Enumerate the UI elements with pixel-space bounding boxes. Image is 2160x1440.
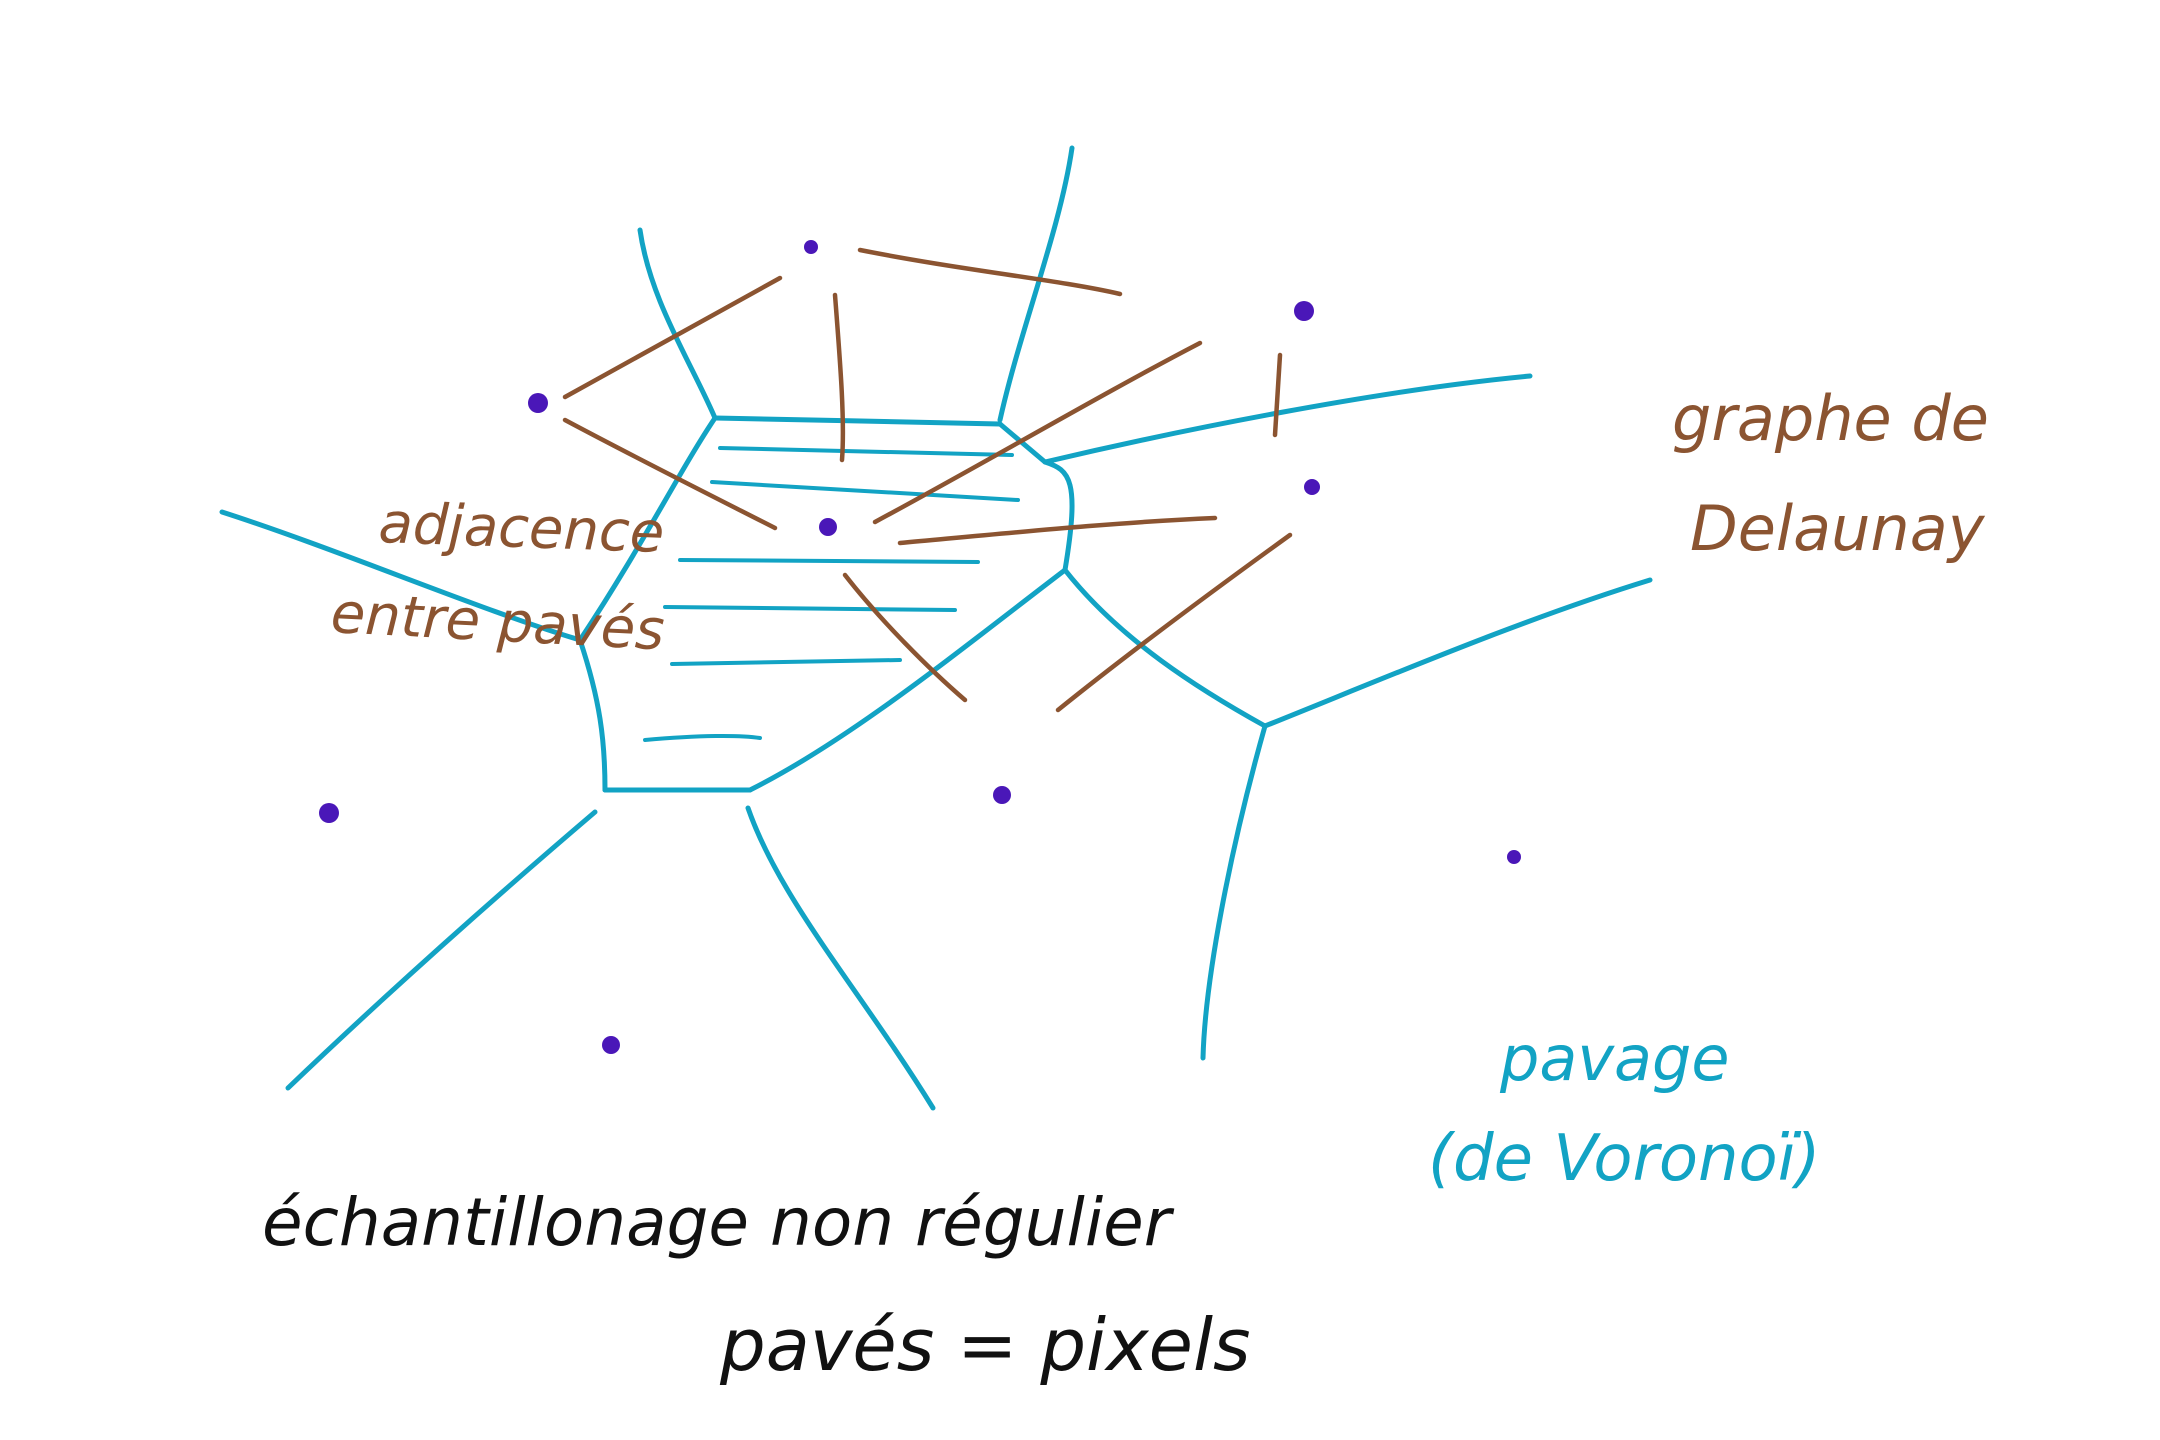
site-point	[1294, 301, 1314, 321]
delaunay-edges	[562, 247, 1293, 713]
delaunay-label-line2: Delaunay	[1690, 492, 1986, 565]
central-cell-hatching	[643, 446, 1020, 742]
voronoi-edge	[577, 415, 718, 643]
site-point	[804, 240, 818, 254]
caption-line2: pavés = pixels	[719, 1303, 1250, 1387]
delaunay-edge	[562, 275, 783, 400]
sample-sites	[319, 240, 1521, 1054]
delaunay-edge	[832, 292, 846, 463]
delaunay-edge	[842, 572, 968, 703]
adjacency-label-line1: adjacence	[378, 491, 666, 566]
voronoi-edge	[1262, 577, 1653, 729]
delaunay-label-line1: graphe de	[1672, 382, 1989, 455]
voronoi-edge	[219, 509, 583, 643]
voronoi-edge	[285, 809, 598, 1091]
voronoi-edge	[577, 637, 608, 793]
site-point	[528, 393, 548, 413]
voronoi-edge	[747, 567, 1068, 793]
voronoi-edge	[745, 805, 936, 1111]
caption-line1: échantillonage non régulier	[262, 1184, 1175, 1261]
voronoi-edge	[1042, 373, 1533, 465]
voronoi-edge	[637, 227, 718, 421]
delaunay-edge	[897, 515, 1218, 546]
delaunay-edge	[1055, 532, 1293, 713]
site-point	[319, 803, 339, 823]
voronoi-edge	[1062, 567, 1268, 729]
delaunay-edge	[1272, 352, 1283, 438]
site-point	[819, 518, 837, 536]
site-point	[1507, 850, 1521, 864]
voronoi-edge	[1200, 723, 1268, 1061]
site-point	[602, 1036, 620, 1054]
paving-label-line2: (de Voronoï)	[1428, 1122, 1820, 1196]
voronoi-edge	[712, 415, 1003, 427]
paving-label-line1: pavage	[1499, 1022, 1730, 1095]
delaunay-edge	[857, 247, 1123, 297]
delaunay-edge	[872, 340, 1203, 525]
delaunay-edge	[562, 417, 778, 531]
site-point	[993, 786, 1011, 804]
adjacency-label-line2: entre pavés	[329, 581, 666, 663]
voronoi-edges	[219, 145, 1653, 1111]
site-point	[1304, 479, 1320, 495]
